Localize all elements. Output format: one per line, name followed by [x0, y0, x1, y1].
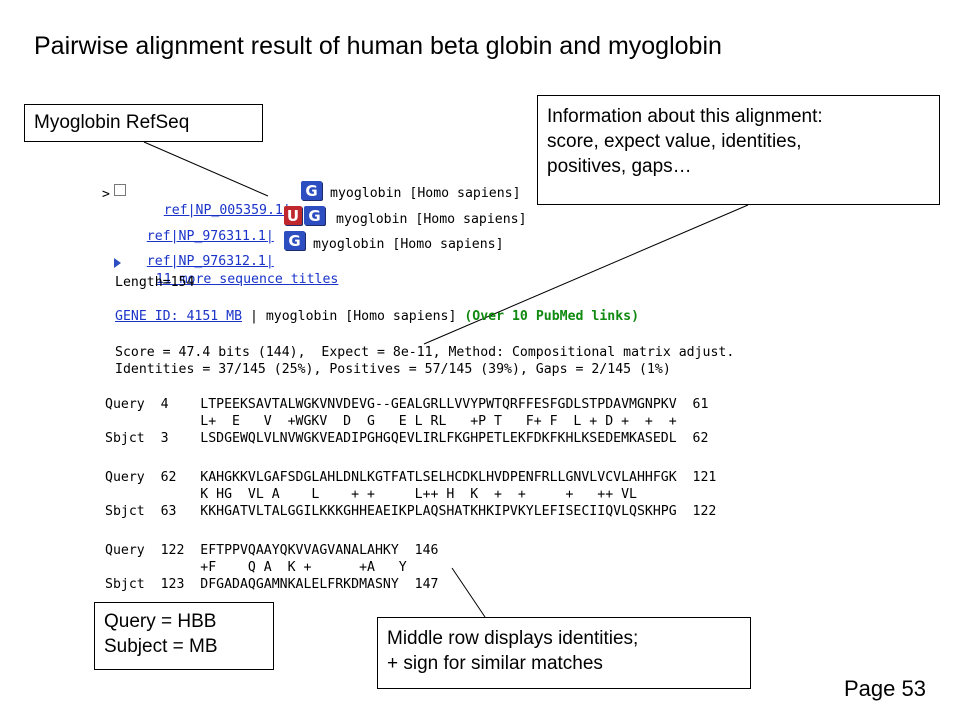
- more-titles-link[interactable]: 11 more sequence titles: [155, 272, 339, 287]
- query-row: Query 122 EFTPPVQAAYQKVVAGVANALAHKY 146: [105, 543, 439, 558]
- leader-middle: [451, 567, 486, 618]
- page-number: Page 53: [844, 676, 926, 701]
- callout-info-line: Information about this alignment:: [547, 106, 823, 127]
- length-text: Length=154: [115, 275, 195, 290]
- callout-middle-line: Middle row displays identities;: [387, 628, 639, 649]
- gene-badge-icon[interactable]: G: [304, 206, 325, 225]
- accession-link[interactable]: ref|NP_976311.1|: [146, 229, 274, 244]
- query-label: Query = HBB: [104, 611, 217, 632]
- callout-refseq-text: Myoglobin RefSeq: [34, 112, 190, 133]
- callout-info-line: score, expect value, identities,: [547, 131, 802, 152]
- slide-title: Pairwise alignment result of human beta …: [34, 32, 722, 60]
- hit-row: ref|NP_005359.1|: [132, 185, 291, 218]
- accession-link[interactable]: ref|NP_005359.1|: [163, 203, 291, 218]
- pubmed-link[interactable]: (Over 10 PubMed links): [464, 309, 640, 324]
- hit-row: ref|NP_976311.1|: [115, 211, 274, 244]
- callout-middle-row: Middle row displays identities; + sign f…: [377, 617, 751, 689]
- score-line: Score = 47.4 bits (144), Expect = 8e-11,…: [115, 345, 735, 360]
- query-row: Query 4 LTPEEKSAVTALWGKVNVDEVG--GEALGRLL…: [105, 397, 709, 412]
- subject-row: Sbjct 3 LSDGEWQLVLNVWGKVEADIPGHGQEVLIRLF…: [105, 431, 709, 446]
- hit-description: myoglobin [Homo sapiens]: [313, 237, 504, 252]
- gene-description: | myoglobin [Homo sapiens]: [242, 309, 465, 324]
- gene-id-link[interactable]: GENE ID: 4151 MB: [115, 309, 243, 324]
- subject-row: Sbjct 63 KKHGATVLTALGGILKKKGHHEAEIKPLAQS…: [105, 504, 717, 519]
- callout-info-line: positives, gaps…: [547, 156, 692, 177]
- match-row: K HG VL A L + + L++ H K + + + ++ VL: [105, 487, 637, 502]
- callout-alignment-info: Information about this alignment: score,…: [537, 95, 940, 205]
- hit-row: ref|NP_976312.1|: [115, 236, 274, 269]
- identities-line: Identities = 37/145 (25%), Positives = 5…: [115, 362, 671, 377]
- gene-id-row: GENE ID: 4151 MB | myoglobin [Homo sapie…: [115, 308, 639, 325]
- match-row: +F Q A K + +A Y: [105, 560, 407, 575]
- callout-query-subject: Query = HBB Subject = MB: [94, 602, 274, 670]
- gene-badge-icon[interactable]: G: [284, 231, 305, 250]
- hit-description: myoglobin [Homo sapiens]: [330, 186, 521, 201]
- prompt-symbol: >: [102, 187, 110, 202]
- gene-badge-icon[interactable]: G: [301, 181, 322, 200]
- expand-triangle-icon[interactable]: [114, 258, 121, 268]
- unigene-badge-icon[interactable]: U: [284, 206, 302, 225]
- hit-description: myoglobin [Homo sapiens]: [336, 212, 527, 227]
- hit-select-checkbox[interactable]: [114, 184, 126, 196]
- callout-refseq: Myoglobin RefSeq: [24, 104, 263, 142]
- more-titles-row: 11 more sequence titles: [124, 254, 339, 287]
- match-row: L+ E V +WGKV D G E L RL +P T F+ F L + D …: [105, 414, 677, 429]
- subject-row: Sbjct 123 DFGADAQGAMNKALELFRKDMASNY 147: [105, 577, 439, 592]
- subject-label: Subject = MB: [104, 636, 218, 657]
- accession-link[interactable]: ref|NP_976312.1|: [146, 254, 274, 269]
- query-row: Query 62 KAHGKKVLGAFSDGLAHLDNLKGTFATLSEL…: [105, 470, 717, 485]
- callout-middle-line: + sign for similar matches: [387, 653, 603, 674]
